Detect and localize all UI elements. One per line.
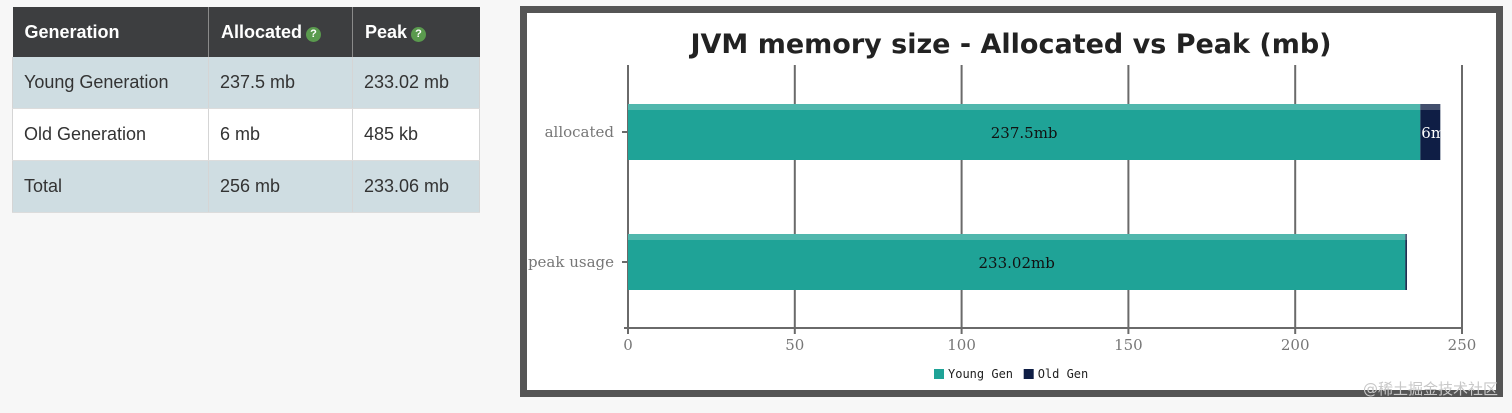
table-header-row: Generation Allocated? Peak? — [12, 7, 480, 57]
memory-table: Generation Allocated? Peak? Young Genera… — [12, 7, 480, 213]
memory-chart: JVM memory size - Allocated vs Peak (mb)… — [528, 29, 1477, 381]
chart-area: JVM memory size - Allocated vs Peak (mb)… — [527, 13, 1496, 390]
bar-segment — [1405, 234, 1407, 290]
bar-data-label: 6mb — [1421, 124, 1454, 142]
y-category-label: allocated — [545, 123, 615, 141]
legend-label: Old Gen — [1038, 367, 1089, 381]
chart-title: JVM memory size - Allocated vs Peak (mb) — [688, 29, 1331, 60]
legend-label: Young Gen — [948, 367, 1013, 381]
table-cell: Old Generation — [12, 108, 209, 161]
table-cell: 233.06 mb — [352, 160, 480, 213]
bar-highlight — [1405, 234, 1407, 240]
col-header-generation: Generation — [12, 7, 209, 57]
y-category-label: peak usage — [528, 253, 614, 271]
bar-segment — [1420, 104, 1441, 160]
col-header-peak: Peak? — [352, 7, 480, 57]
x-tick-label: 100 — [947, 336, 976, 354]
watermark: @稀土掘金技术社区 — [1362, 380, 1498, 398]
table-cell: 485 kb — [352, 108, 480, 161]
table-row: Total 256 mb 233.06 mb — [12, 160, 480, 213]
table-cell: 256 mb — [208, 160, 353, 213]
x-tick-label: 150 — [1114, 336, 1143, 354]
x-tick-label: 0 — [623, 336, 633, 354]
legend-swatch — [934, 369, 944, 379]
x-tick-label: 50 — [785, 336, 804, 354]
table-cell: 233.02 mb — [352, 57, 480, 109]
bar-data-label: 233.02mb — [979, 254, 1055, 272]
bar-segment — [628, 234, 1406, 290]
x-tick-label: 250 — [1448, 336, 1477, 354]
help-icon[interactable]: ? — [411, 26, 427, 42]
table-cell: 6 mb — [208, 108, 353, 161]
bar-segment — [628, 104, 1421, 160]
table-cell: Total — [12, 160, 209, 213]
table-row: Old Generation 6 mb 485 kb — [12, 108, 480, 161]
bar-highlight — [628, 104, 1421, 110]
table-cell: 237.5 mb — [208, 57, 353, 109]
table-cell: Young Generation — [12, 57, 209, 109]
legend-swatch — [1023, 369, 1034, 379]
chart-frame: JVM memory size - Allocated vs Peak (mb)… — [520, 6, 1503, 397]
bar-highlight — [1420, 104, 1441, 110]
table-row: Young Generation 237.5 mb 233.02 mb — [12, 57, 480, 109]
col-header-allocated: Allocated? — [208, 7, 353, 57]
x-tick-label: 200 — [1281, 336, 1310, 354]
bar-highlight — [628, 234, 1406, 240]
help-icon[interactable]: ? — [306, 26, 322, 42]
bar-data-label: 237.5mb — [991, 124, 1058, 142]
